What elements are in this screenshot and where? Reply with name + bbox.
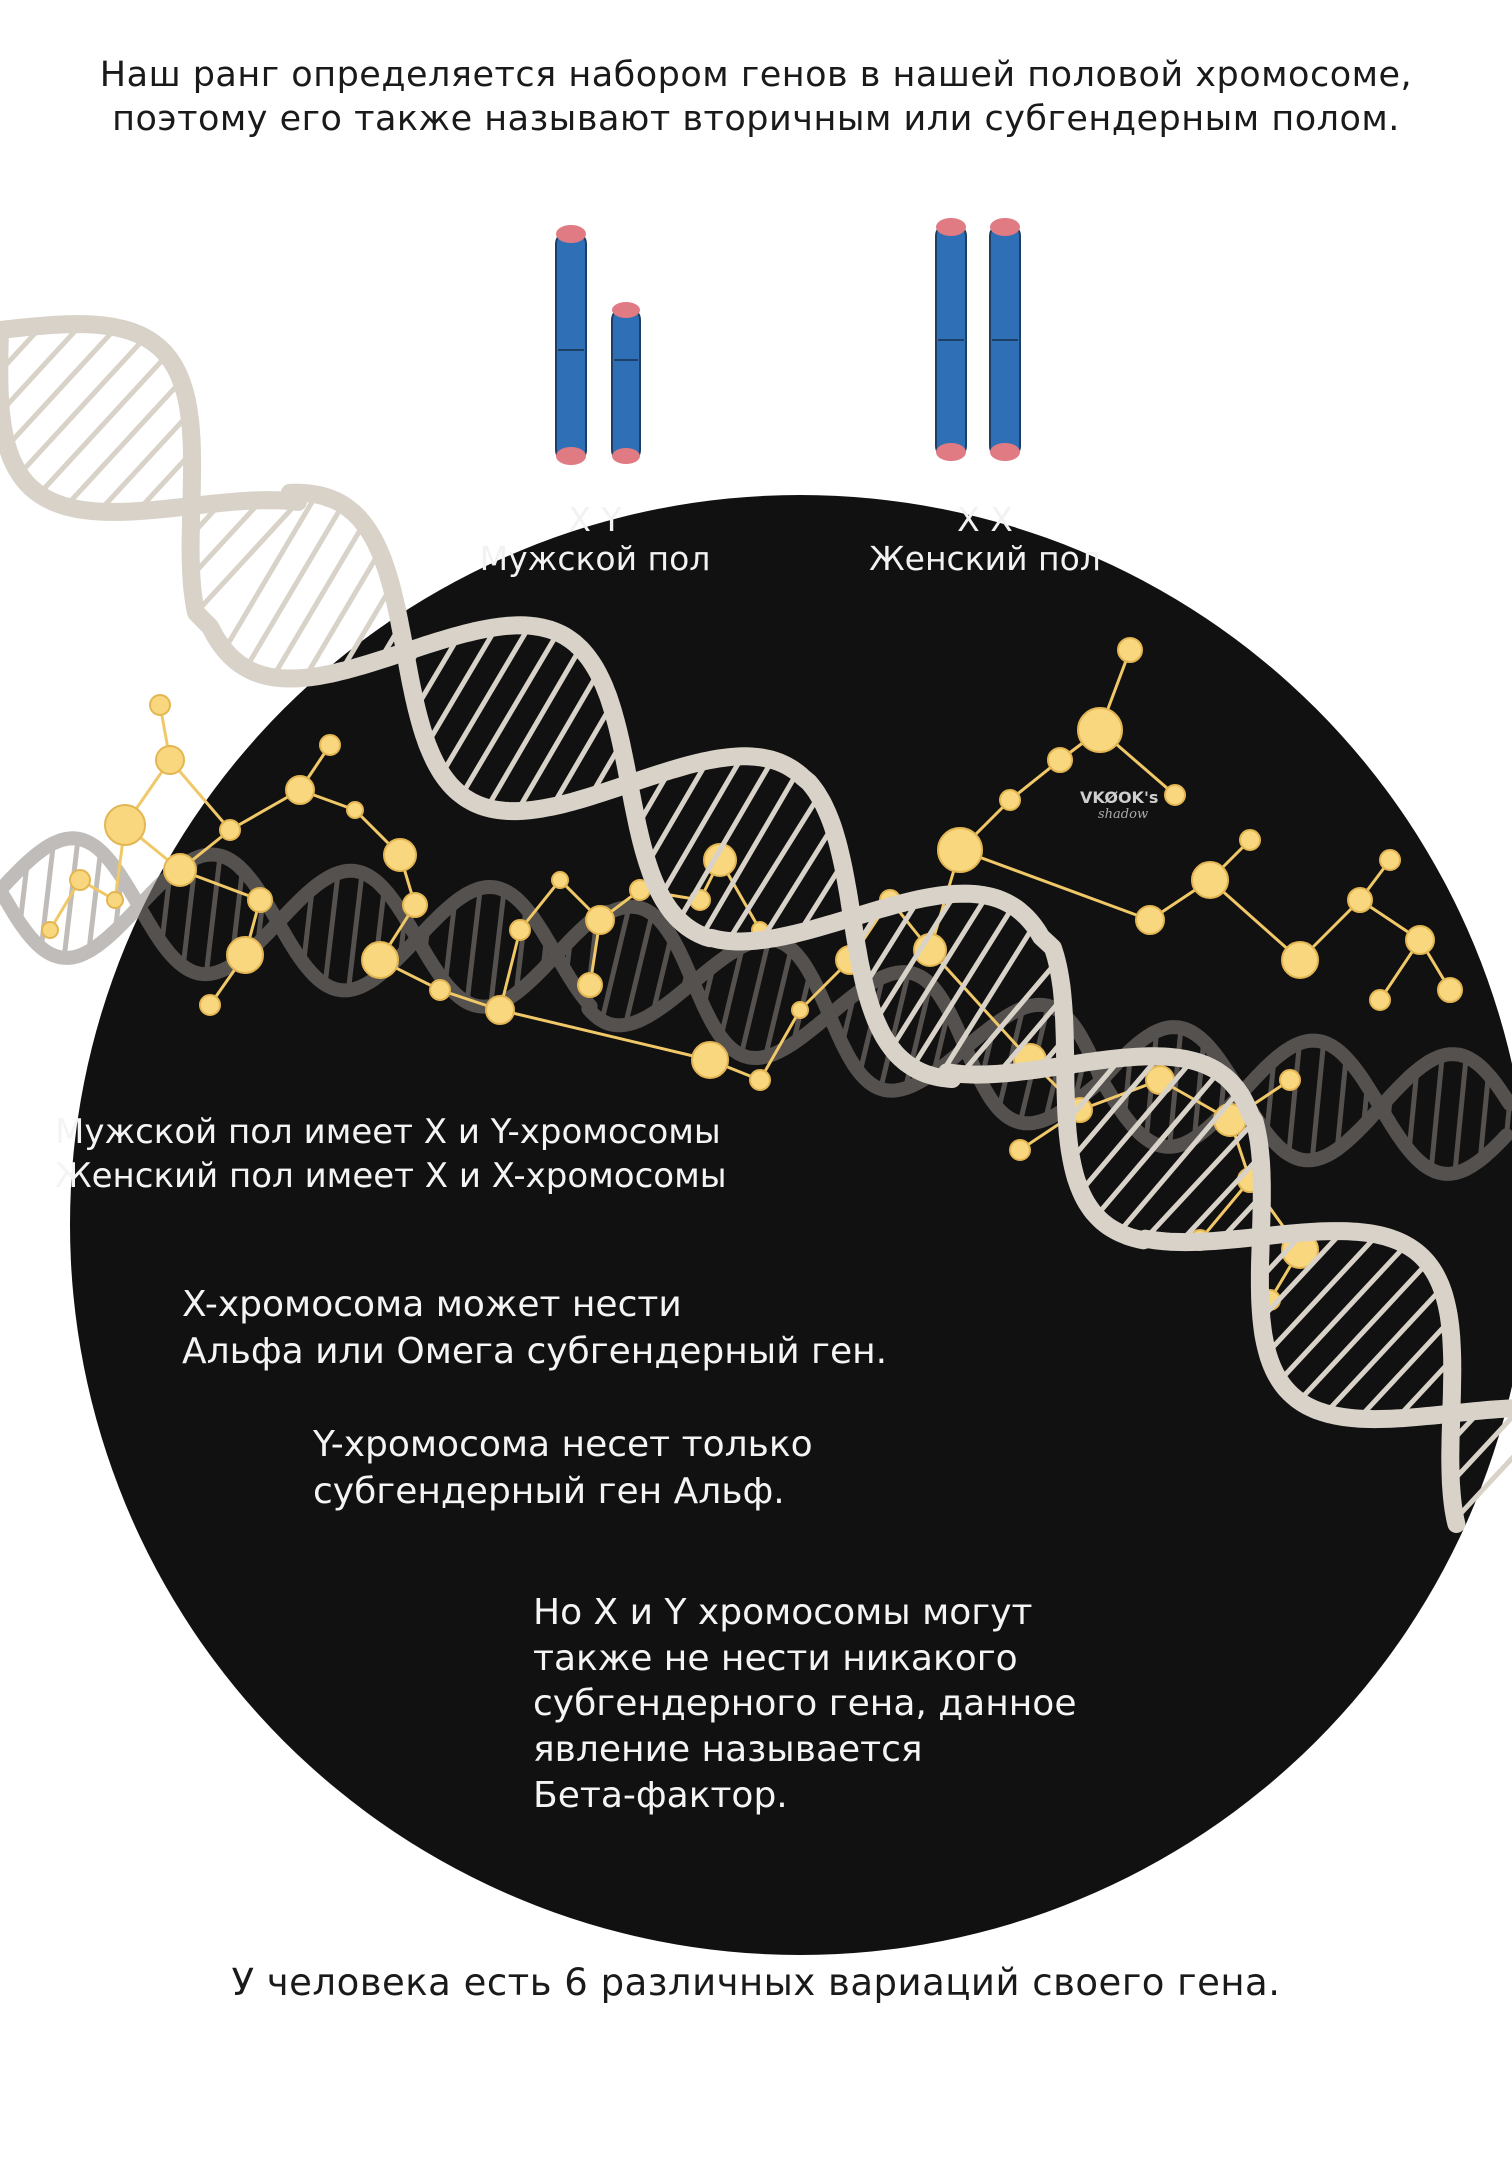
female-chromosomes [935,218,1021,461]
dark-circle [70,495,1512,1955]
male-sex-text: Мужской пол [479,539,711,578]
female-pair-text: X X [957,500,1013,539]
female-sex-text: Женский пол [869,539,1101,578]
main-dna-helix [0,315,1512,1533]
x-chromosome-female-1 [935,218,967,461]
y-chromosome-text-block: Y-хромосома несет только субгендерный ге… [313,1422,813,1516]
beta-factor-line-5: Бета-фактор. [533,1774,788,1816]
sexes-line-1: Мужской пол имеет X и Y-хромосомы [55,1112,721,1152]
footer-text: У человека есть 6 различных вариаций сво… [231,1961,1281,2004]
x-chromosome-line-2: Альфа или Омега субгендерный ген. [182,1330,888,1372]
watermark-sub: shadow [1098,807,1148,822]
y-chromosome [611,302,641,464]
x-chromosome-text-block: X-хромосома может нести Альфа или Омега … [182,1282,887,1376]
beta-factor-line-2: также не нести никакого [533,1637,1018,1679]
beta-factor-line-3: субгендерного гена, данное [533,1683,1077,1725]
male-chromosomes [555,225,641,465]
beta-factor-line-4: явление называется [533,1729,923,1771]
x-chromosome-female-2 [989,218,1021,461]
x-chromosome-male [555,225,587,465]
x-chromosome-line-1: X-хромосома может нести [182,1284,682,1325]
beta-factor-text-block: Но X и Y хромосомы могут также не нести … [533,1590,1076,1819]
male-chromosome-label: X Y Мужской пол [430,500,760,578]
intro-line-1: Наш ранг определяется набором генов в на… [99,55,1413,95]
y-chromosome-line-1: Y-хромосома несет только [313,1424,813,1465]
sexes-line-2: Женский пол имеет X и X-хромосомы [55,1156,727,1197]
sexes-text-block: Мужской пол имеет X и Y-хромосомы Женски… [55,1110,727,1198]
watermark-main: VKØOK's [1080,788,1158,807]
male-pair-text: X Y [568,500,622,539]
intro-line-2: поэтому его также называют вторичным или… [112,98,1400,139]
beta-factor-line-1: Но X и Y хромосомы могут [533,1592,1033,1633]
y-chromosome-line-2: субгендерный ген Альф. [313,1470,785,1512]
intro-text: Наш ранг определяется набором генов в на… [0,54,1512,142]
female-chromosome-label: X X Женский пол [820,500,1150,578]
